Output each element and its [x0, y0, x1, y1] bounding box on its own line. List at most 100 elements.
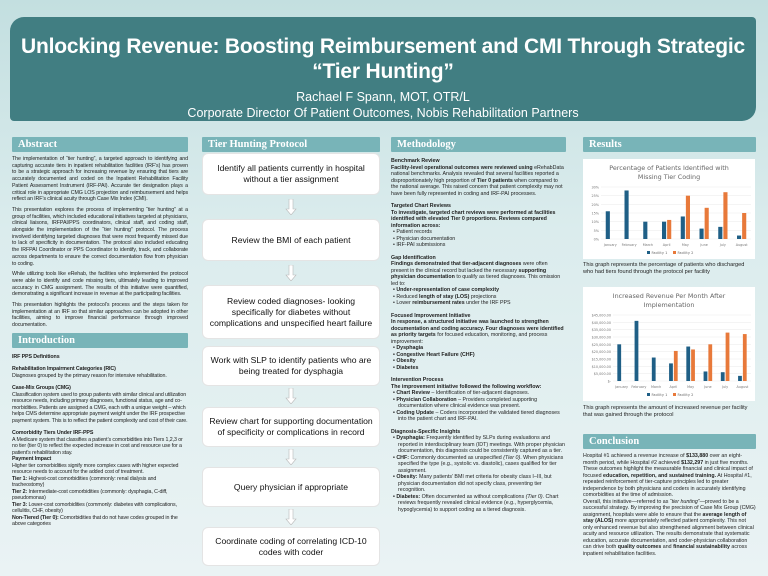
text-run: • Under-representation of case complexit…: [393, 287, 500, 293]
paragraph: The improvement initiative followed the …: [391, 384, 566, 391]
text-run: quality outcomes: [617, 544, 662, 550]
bullet-item: • Physician documentation: [391, 236, 566, 243]
x-tick-label: April: [663, 243, 671, 247]
bullet-item: • Diabetes: Often documented as without …: [391, 494, 566, 514]
y-tick-label: 10%: [591, 220, 599, 224]
protocol-step-3: Review coded diagnoses- looking specific…: [202, 285, 380, 339]
arrow-down-icon: [285, 388, 297, 404]
bullet-item: • IRF-PAI submissions: [391, 242, 566, 249]
bullet-item: • Obesity: [391, 358, 566, 365]
text-run: across inpatient rehabilitation faciliti…: [583, 544, 747, 557]
x-tick-label: July: [719, 243, 726, 247]
results-section: Results Percentage of Patients Identifie…: [583, 137, 756, 567]
text-run: when compared to the national average. T…: [391, 177, 563, 197]
chart-title: Percentage of Patients Identified with: [609, 164, 729, 172]
legend-label: Facility 1: [652, 251, 668, 255]
bar-facility-1: [617, 344, 622, 381]
legend-label: Facility 2: [678, 393, 694, 397]
text-run: reimbursement rates: [412, 300, 465, 306]
paragraph: Classification system used to group pati…: [12, 392, 188, 425]
paragraph: Findings demonstrated that tier-adjacent…: [391, 261, 566, 287]
paragraph: Diagnoses grouped by the primary reason …: [12, 373, 188, 380]
paragraph: To investigate, targeted chart reviews w…: [391, 210, 566, 230]
chart1-caption: This graph represents the percentage of …: [583, 262, 745, 275]
x-tick-label: April: [670, 385, 678, 389]
protocol-step-5: Review chart for supporting documentatio…: [202, 407, 380, 447]
subheading: Case-Mix Groups (CMG): [12, 385, 188, 392]
subheading: Benchmark Review: [391, 158, 566, 165]
text-run: —proved to be a successful strategy. By …: [583, 498, 756, 518]
text-run: Frequently identified by SLPs during eva…: [398, 435, 565, 454]
bar-facility-2: [685, 195, 690, 239]
text-run: “tier hunting”: [669, 498, 700, 505]
author-affiliation: Corporate Director Of Patient Outcomes, …: [187, 106, 579, 120]
y-tick-label: $45,000.00: [592, 314, 611, 318]
text-run: projections: [469, 293, 497, 300]
y-tick-label: $-: [608, 380, 612, 384]
y-tick-label: 15%: [591, 212, 599, 216]
text-run: . When physicians specified the type (e.…: [398, 454, 564, 474]
protocol-step-6: Query physician if appropriate: [202, 467, 380, 507]
text-run: Rehabilitation Impairment Categories (RI…: [12, 366, 116, 373]
poster-title: Unlocking Revenue: Boosting Reimbursemen…: [10, 34, 756, 84]
text-run: Overall, this initiative—referred to as: [583, 498, 670, 505]
arrow-down-icon: [285, 199, 297, 215]
abstract-section: Abstract The implementation of “tier hun…: [12, 137, 188, 329]
paragraph: Facility-level operational outcomes were…: [391, 165, 566, 198]
bar-facility-1: [699, 228, 704, 239]
bar-facility-1: [680, 216, 685, 239]
text-run: supporting physician documentation: [391, 267, 547, 281]
text-run: were often present in the clinical recor…: [391, 261, 548, 274]
paragraph: Tier 1: Highest-cost comorbidities (comm…: [12, 476, 188, 489]
text-run: The improvement initiative followed the …: [391, 383, 542, 390]
x-tick-label: March: [651, 385, 661, 389]
legend-swatch: [647, 251, 650, 254]
text-run: A Medicare system that classifies a pati…: [12, 436, 183, 456]
text-run: Intervention Process: [391, 377, 444, 383]
y-tick-label: 0%: [594, 238, 600, 242]
protocol-heading: Tier Hunting Protocol: [202, 137, 380, 152]
text-run: IRF PPS Definitions: [12, 353, 60, 360]
legend-swatch: [673, 251, 676, 254]
arrow-down-icon: [285, 509, 297, 525]
y-tick-label: 5%: [594, 229, 600, 233]
paragraph: Tier 2: Intermediate-cost comorbidities …: [12, 489, 188, 502]
text-run: At Hospital #1, repeated reinforcement o…: [583, 472, 752, 499]
bar-facility-1: [669, 363, 673, 381]
paragraph: Higher tier comorbidities signify more c…: [12, 463, 188, 476]
text-run: – Identification of tier-adjacent diagno…: [429, 390, 530, 396]
left-column: Abstract The implementation of “tier hun…: [12, 137, 188, 528]
abstract-paragraph: This presentation highlights the protoco…: [12, 302, 188, 329]
title-line-1: Unlocking Revenue: Boosting Reimbursemen…: [21, 35, 745, 58]
bullet-item: • Dysphagia: Frequently identified by SL…: [391, 435, 566, 455]
bar-facility-1: [651, 357, 656, 381]
bullet-item: • Congestive Heart Failure (CHF): [391, 352, 566, 359]
text-run: Tier 3:: [12, 501, 29, 508]
text-run: • CHF:: [393, 454, 409, 461]
bar-facility-2: [667, 219, 672, 239]
bar-facility-1: [686, 346, 691, 381]
y-tick-label: $15,000.00: [592, 358, 611, 362]
text-run: Many patients’ BMI met criteria for obes…: [398, 474, 552, 493]
text-run: Intermediate-cost comorbidities (commonl…: [12, 488, 168, 502]
text-run: • Lower: [393, 300, 413, 306]
text-run: • Coding Update: [393, 409, 434, 416]
text-run: – Coders incorporated the validated tier…: [398, 409, 560, 423]
bar-facility-1: [605, 211, 610, 239]
bar-facility-1: [703, 371, 708, 381]
x-tick-label: May: [682, 243, 689, 247]
text-run: Diagnosis-Specific Insights: [391, 428, 461, 435]
bar-facility-2: [673, 350, 678, 381]
text-run: and: [661, 544, 674, 550]
text-run: (Tier 0): [525, 493, 543, 500]
chart2-caption: This graph represents the amount of incr…: [583, 405, 748, 418]
text-run: • Dysphagia:: [393, 435, 425, 441]
bar-facility-2: [742, 213, 747, 239]
text-run: • Physician documentation: [393, 235, 456, 242]
missing-tier-chart: Percentage of Patients Identified withMi…: [583, 159, 755, 259]
y-tick-label: $40,000.00: [592, 321, 611, 325]
text-run: education, repetition, and sustained tra…: [603, 472, 717, 479]
legend-label: Facility 2: [678, 251, 694, 255]
bar-facility-1: [718, 226, 723, 239]
